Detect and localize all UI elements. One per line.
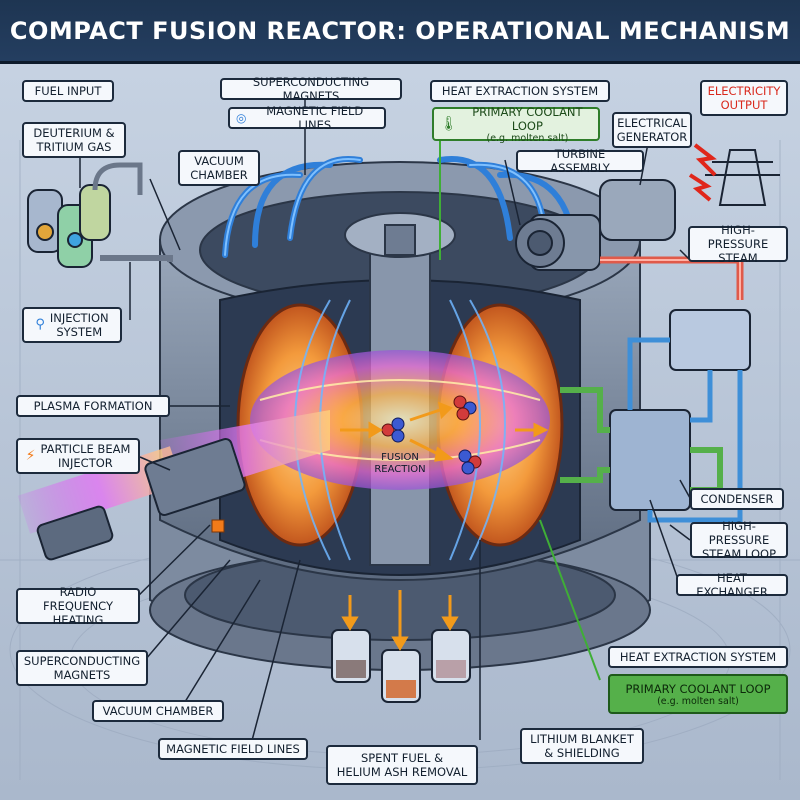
label-heat-extraction-bottom: HEAT EXTRACTION SYSTEM	[608, 646, 788, 668]
label-primary-coolant-bottom: PRIMARY COOLANT LOOP (e.g. molten salt)	[608, 674, 788, 714]
label-high-pressure-steam: HIGH-PRESSURE STEAM	[688, 223, 788, 265]
label-vacuum-chamber-bottom: VACUUM CHAMBER	[92, 700, 224, 722]
label-magnetic-field-lines-bottom: MAGNETIC FIELD LINES	[158, 738, 308, 760]
label-fusion-reaction: FUSION REACTION	[374, 452, 426, 475]
label-radio-frequency-heating: RADIO FREQUENCY HEATING	[16, 585, 140, 627]
label-condenser: CONDENSER	[690, 488, 784, 510]
label-primary-coolant-top: 🌡 PRIMARY COOLANT LOOP (e.g. molten salt…	[432, 105, 600, 144]
label-heat-exchanger: HEAT EXCHANGER	[676, 571, 788, 599]
label-plasma-formation: PLASMA FORMATION	[16, 395, 170, 417]
syringe-icon: ⚲	[35, 317, 45, 332]
label-high-pressure-steam-loop: HIGH-PRESSURE STEAM LOOP	[690, 519, 788, 561]
label-superconducting-magnets-top: SUPERCONDUCTING MAGNETS	[220, 75, 402, 103]
field-lines-icon: ◎	[236, 111, 247, 125]
label-electrical-generator: ELECTRICAL GENERATOR	[612, 112, 692, 148]
diagram-title: COMPACT FUSION REACTOR: OPERATIONAL MECH…	[9, 16, 791, 45]
label-electricity-output: ELECTRICITY OUTPUT	[700, 80, 788, 116]
label-particle-beam-injector: ⚡ PARTICLE BEAM INJECTOR	[16, 438, 140, 474]
label-vacuum-chamber-top: VACUUM CHAMBER	[178, 150, 260, 186]
lightning-icon: ⚡	[25, 448, 36, 464]
title-banner: COMPACT FUSION REACTOR: OPERATIONAL MECH…	[0, 0, 800, 64]
label-fuel-input: FUEL INPUT	[22, 80, 114, 102]
label-injection-system: ⚲ INJECTION SYSTEM	[22, 307, 122, 343]
label-spent-fuel: SPENT FUEL & HELIUM ASH REMOVAL	[326, 745, 478, 785]
label-heat-extraction-top: HEAT EXTRACTION SYSTEM	[430, 80, 610, 102]
label-deuterium-tritium: DEUTERIUM & TRITIUM GAS	[22, 122, 126, 158]
thermometer-icon: 🌡	[440, 116, 458, 132]
label-turbine-assembly: TURBINE ASSEMBLY	[516, 147, 644, 175]
label-superconducting-magnets-bottom: SUPERCONDUCTING MAGNETS	[16, 650, 148, 686]
label-lithium-blanket: LITHIUM BLANKET & SHIELDING	[520, 728, 644, 764]
label-magnetic-field-lines-top: ◎ MAGNETIC FIELD LINES	[228, 104, 386, 132]
